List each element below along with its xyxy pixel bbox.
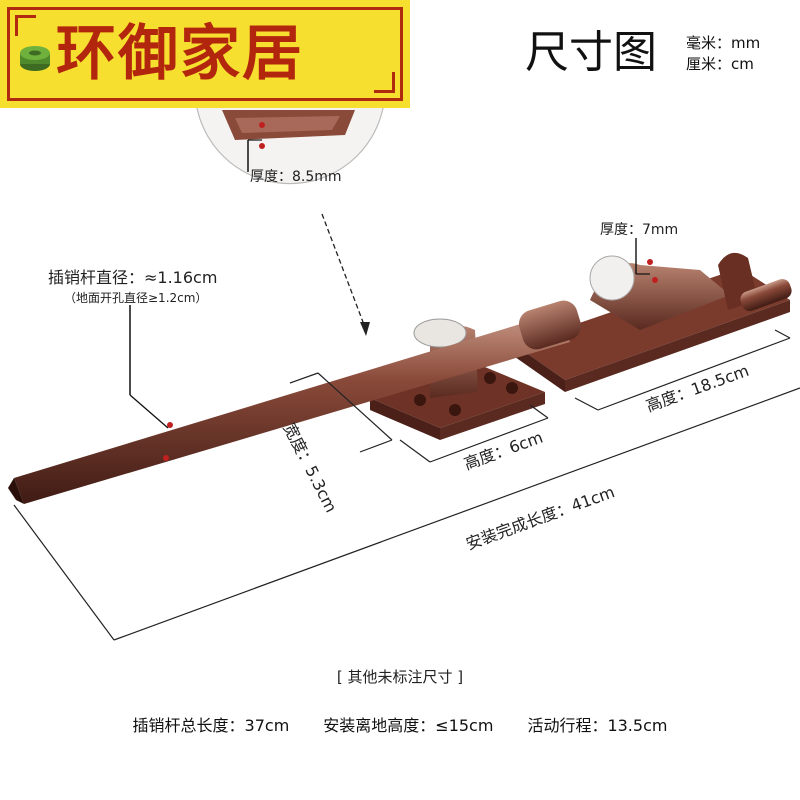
lock-height-dimension bbox=[574, 329, 791, 411]
spec-travel: 活动行程：13.5cm bbox=[527, 716, 668, 735]
guide-height-dimension bbox=[399, 404, 549, 463]
spec-rod-length: 插销杆总长度：37cm bbox=[132, 716, 290, 735]
unit-cm: 厘米：cm bbox=[686, 55, 754, 73]
width-dimension bbox=[289, 372, 393, 453]
brand-frame bbox=[7, 7, 403, 101]
rod-diameter-leader bbox=[129, 305, 169, 429]
jade-seal-icon bbox=[20, 46, 50, 71]
bolt-rod bbox=[8, 300, 582, 504]
installed-length-dimension bbox=[13, 387, 800, 641]
inset-pointer bbox=[321, 213, 367, 331]
brand-banner: 环御家居 bbox=[0, 0, 410, 108]
page-title: 尺寸图 bbox=[525, 27, 657, 78]
inset-thickness-label: 厚度：8.5mm bbox=[250, 169, 342, 185]
unit-mm: 毫米：mm bbox=[686, 34, 761, 52]
thickness-inset bbox=[196, 107, 384, 185]
unit-legend: 毫米：mm 厘米：cm bbox=[686, 33, 760, 75]
hole-diameter-label: （地面开孔直径≥1.2cm） bbox=[64, 291, 208, 305]
spec-row: 插销杆总长度：37cm 安装离地高度：≤15cm 活动行程：13.5cm bbox=[0, 712, 800, 736]
inset-pointer-arrow bbox=[360, 322, 370, 336]
lock-thickness-label: 厚度：7mm bbox=[600, 222, 679, 238]
lock-body bbox=[515, 238, 792, 392]
rod-diameter-label: 插销杆直径：≈1.16cm bbox=[48, 268, 218, 287]
unlabeled-dimensions-note: [ 其他未标注尺寸 ] bbox=[336, 668, 464, 686]
brand-name: 环御家居 bbox=[56, 19, 304, 89]
spec-install-height: 安装离地高度：≤15cm bbox=[323, 716, 494, 735]
